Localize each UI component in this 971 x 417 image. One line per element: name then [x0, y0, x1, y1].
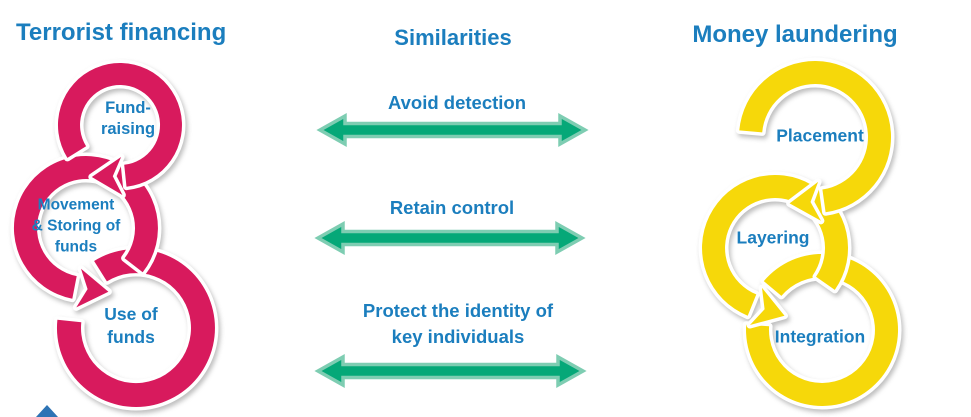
use-of-funds-label: Use of funds	[104, 303, 157, 349]
fund-raising-line-2: raising	[100, 120, 156, 138]
cycle-arrowhead-placement	[786, 178, 825, 225]
avoid-detection-line: Avoid detection	[387, 92, 527, 113]
terrorist-financing-cycle-group	[10, 59, 219, 411]
partial-arrow-decoration	[36, 405, 58, 417]
cycle-arrow-placement	[735, 57, 895, 216]
avoid-detection-label: Avoid detection	[388, 90, 526, 116]
money-laundering-cycle-group	[698, 57, 902, 410]
double-arrow-retain-control	[314, 221, 586, 255]
movement-line-2: & Storing of	[31, 217, 121, 235]
double-arrow-avoid-detection	[316, 113, 589, 147]
integration-label: Integration	[775, 327, 865, 348]
cycle-arrow-fund-raising	[54, 59, 186, 191]
layering-label: Layering	[737, 228, 810, 249]
use-of-funds-line-2: funds	[107, 327, 155, 347]
movement-line-3: funds	[54, 238, 98, 256]
placement-line: Placement	[776, 125, 864, 146]
similarities-title: Similarities	[394, 25, 512, 50]
protect-identity-label: Protect the identity of key individuals	[363, 298, 553, 350]
retain-control-label: Retain control	[390, 195, 514, 221]
placement-label: Placement	[776, 126, 864, 147]
movement-storing-label: Movement & Storing of funds	[32, 195, 121, 258]
cycle-arrowhead-movement-storing	[72, 265, 112, 311]
layering-line: Layering	[736, 227, 810, 248]
protect-identity-line-2: key individuals	[391, 326, 525, 347]
retain-control-line: Retain control	[389, 197, 515, 218]
integration-line: Integration	[774, 326, 866, 347]
use-of-funds-line-1: Use of	[104, 304, 158, 324]
movement-line-1: Movement	[37, 196, 115, 214]
terrorist-financing-title: Terrorist financing	[16, 19, 227, 46]
cycle-arrowhead-fund-raising	[88, 153, 126, 199]
cycle-arrow-use-of-funds	[53, 245, 219, 411]
protect-identity-line-1: Protect the identity of	[362, 300, 554, 321]
cycle-arrowhead-layering	[746, 284, 788, 329]
fund-raising-label: Fund- raising	[101, 98, 155, 140]
fund-raising-line-1: Fund-	[105, 99, 151, 117]
double-arrow-protect-identity	[314, 354, 587, 388]
cycle-arrow-integration	[742, 250, 902, 410]
money-laundering-title: Money laundering	[692, 21, 898, 48]
